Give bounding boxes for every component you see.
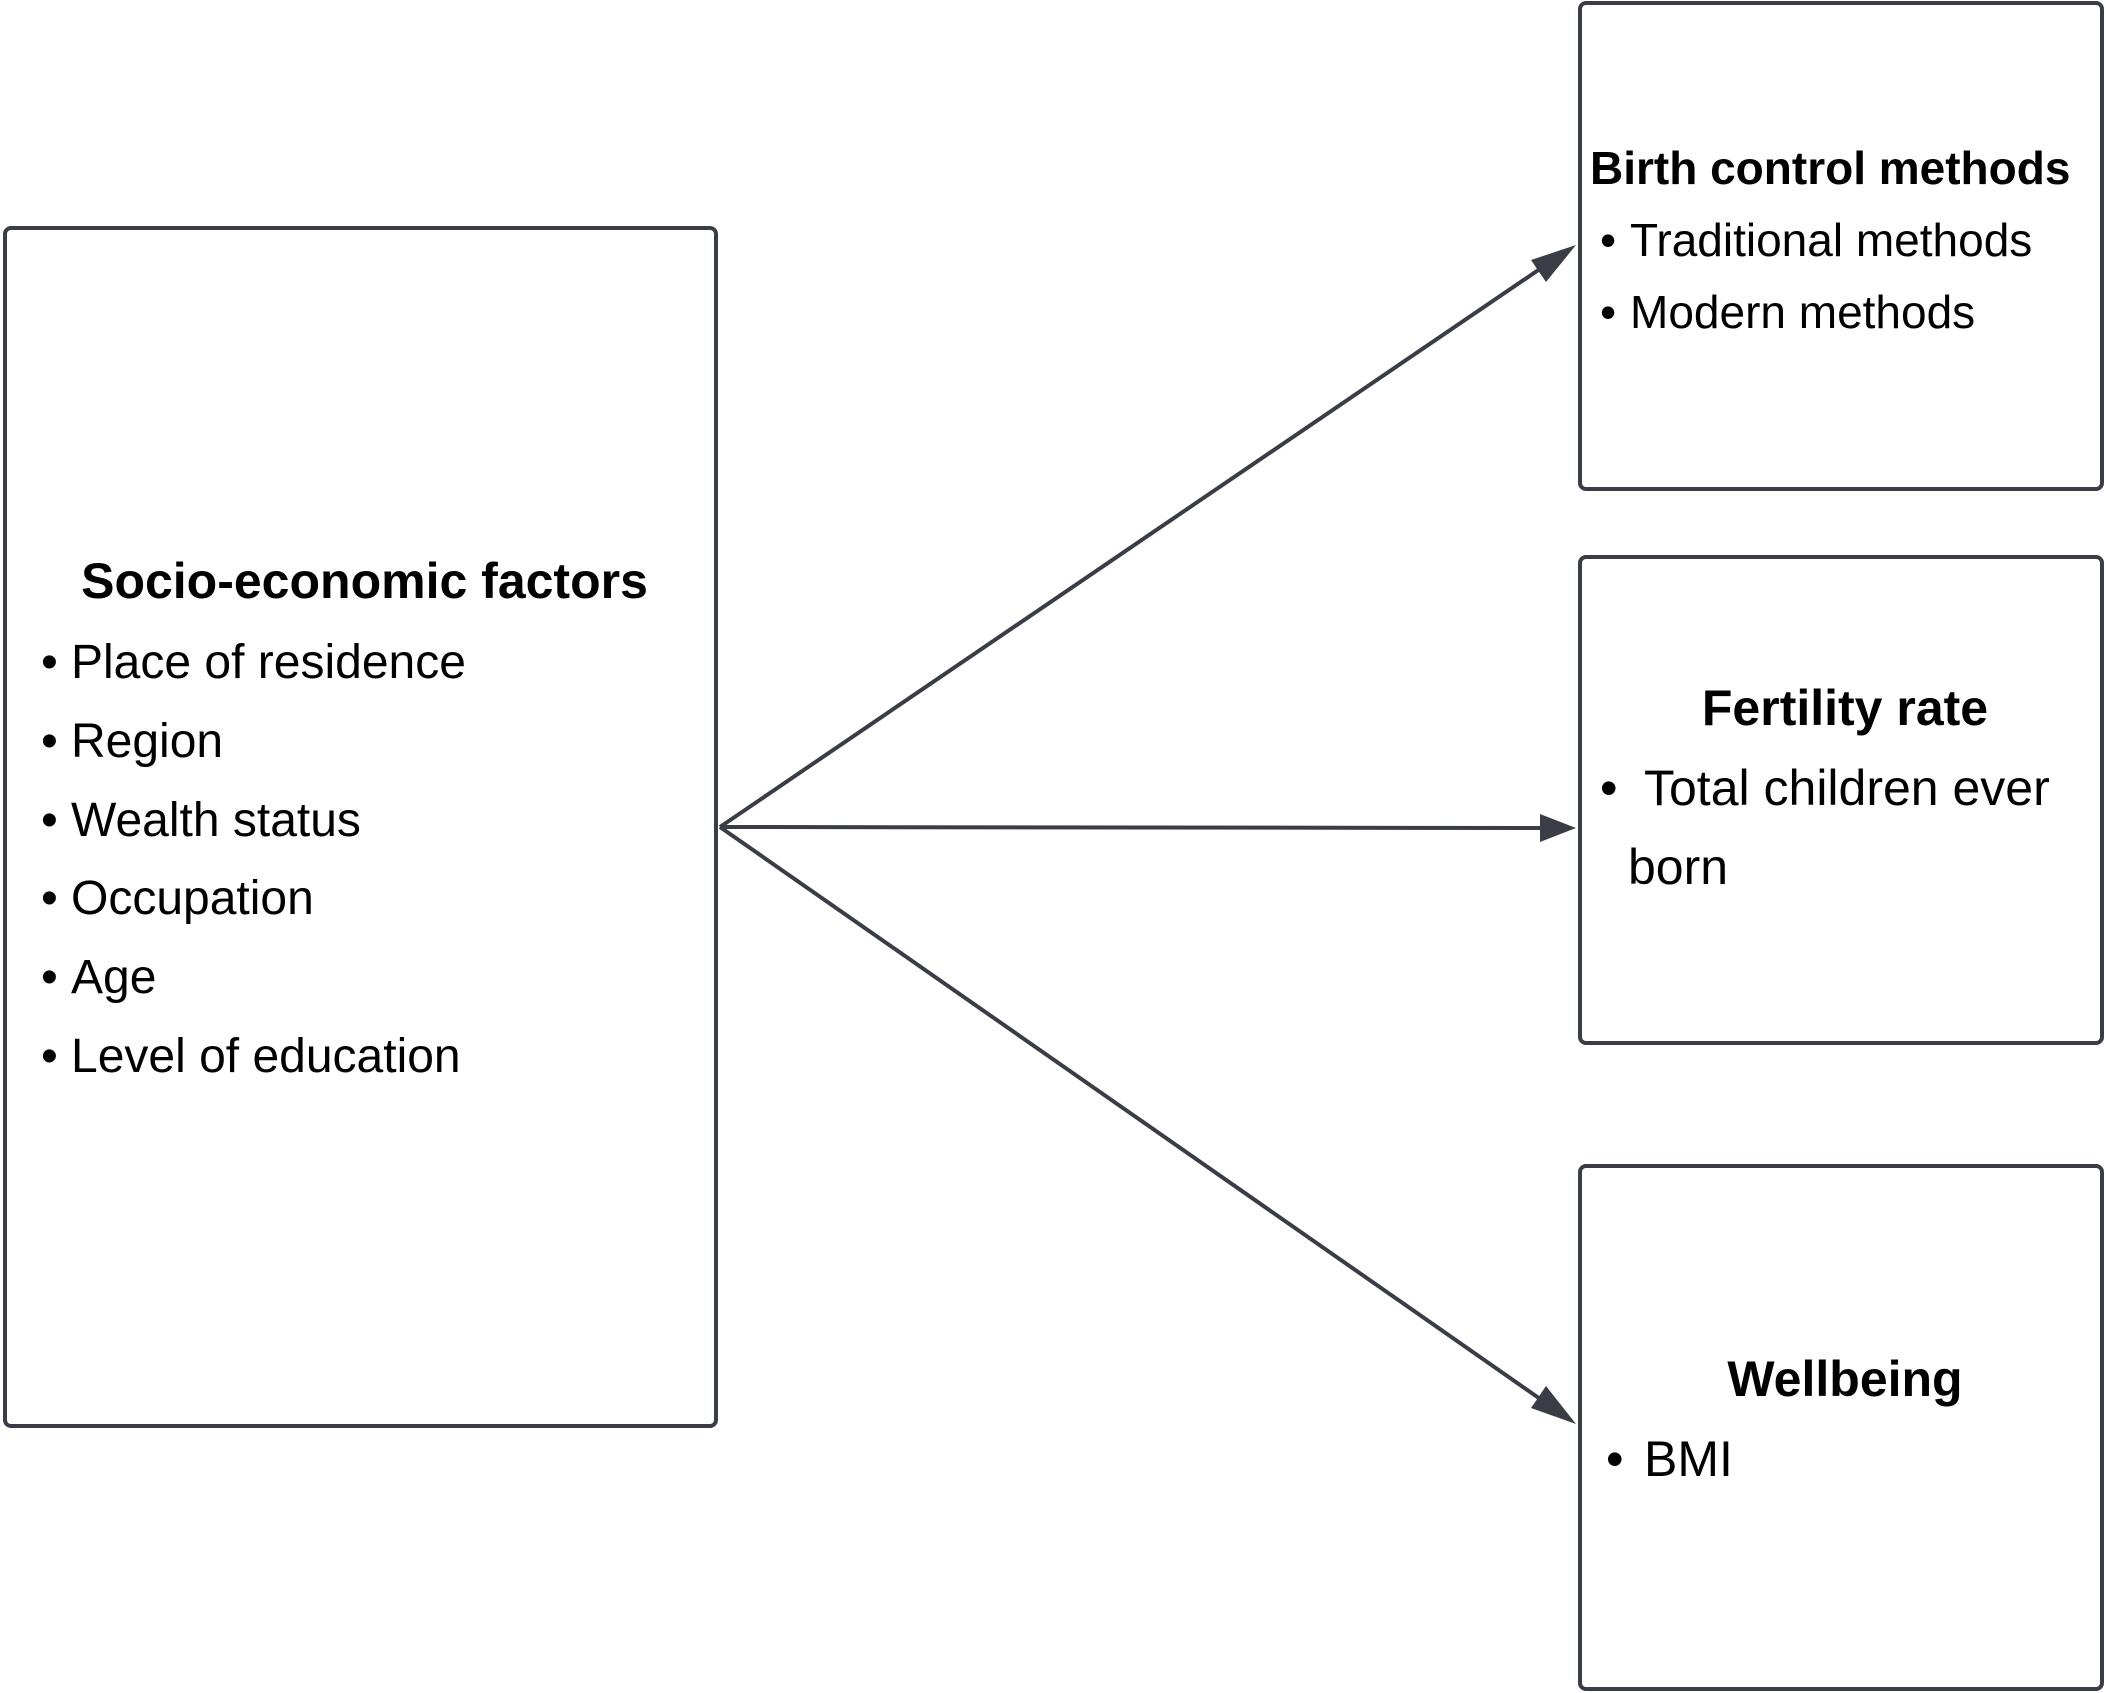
list-item-place-of-residence: Place of residence: [71, 636, 466, 689]
list-bullet: •: [41, 794, 58, 847]
list-bullet: •: [41, 715, 58, 768]
list-item-bmi: BMI: [1644, 1431, 1733, 1487]
wellbeing-box: Wellbeing • BMI: [1578, 1164, 2104, 1691]
list-bullet: •: [1600, 286, 1617, 338]
list-item-traditional-methods: Traditional methods: [1630, 214, 2033, 266]
birth-control-methods-title: Birth control methods: [1590, 142, 2071, 194]
fertility-rate-title: Fertility rate: [1701, 680, 1989, 736]
list-bullet: •: [1606, 1431, 1624, 1487]
list-bullet: •: [1600, 760, 1618, 816]
list-bullet: •: [1600, 214, 1617, 266]
birth-control-methods-box: Birth control methods • Traditional meth…: [1578, 1, 2104, 491]
list-item-age: Age: [71, 951, 157, 1004]
list-item-total-children-ever-born: Total children ever: [1644, 760, 2050, 816]
list-item-total-children-ever-born-continued: born: [1628, 839, 1729, 895]
list-item-wealth-status: Wealth status: [71, 794, 361, 847]
socio-economic-factors-box: Socio-economic factors • Place of reside…: [3, 226, 718, 1428]
list-bullet: •: [41, 1030, 58, 1083]
list-item-occupation: Occupation: [71, 872, 314, 925]
list-bullet: •: [41, 951, 58, 1004]
list-bullet: •: [41, 636, 58, 689]
arrow-to-wellbeing: [718, 825, 1576, 1424]
list-item-level-of-education: Level of education: [71, 1030, 461, 1083]
arrow-to-fertility-rate: [719, 814, 1576, 842]
list-item-modern-methods: Modern methods: [1630, 286, 1976, 338]
arrow-to-birth-control: [718, 245, 1576, 829]
fertility-rate-box: Fertility rate • Total children ever bor…: [1578, 555, 2104, 1045]
wellbeing-title: Wellbeing: [1727, 1351, 1963, 1407]
list-item-region: Region: [71, 715, 224, 768]
list-bullet: •: [41, 872, 58, 925]
socio-economic-factors-title: Socio-economic factors: [81, 553, 648, 609]
